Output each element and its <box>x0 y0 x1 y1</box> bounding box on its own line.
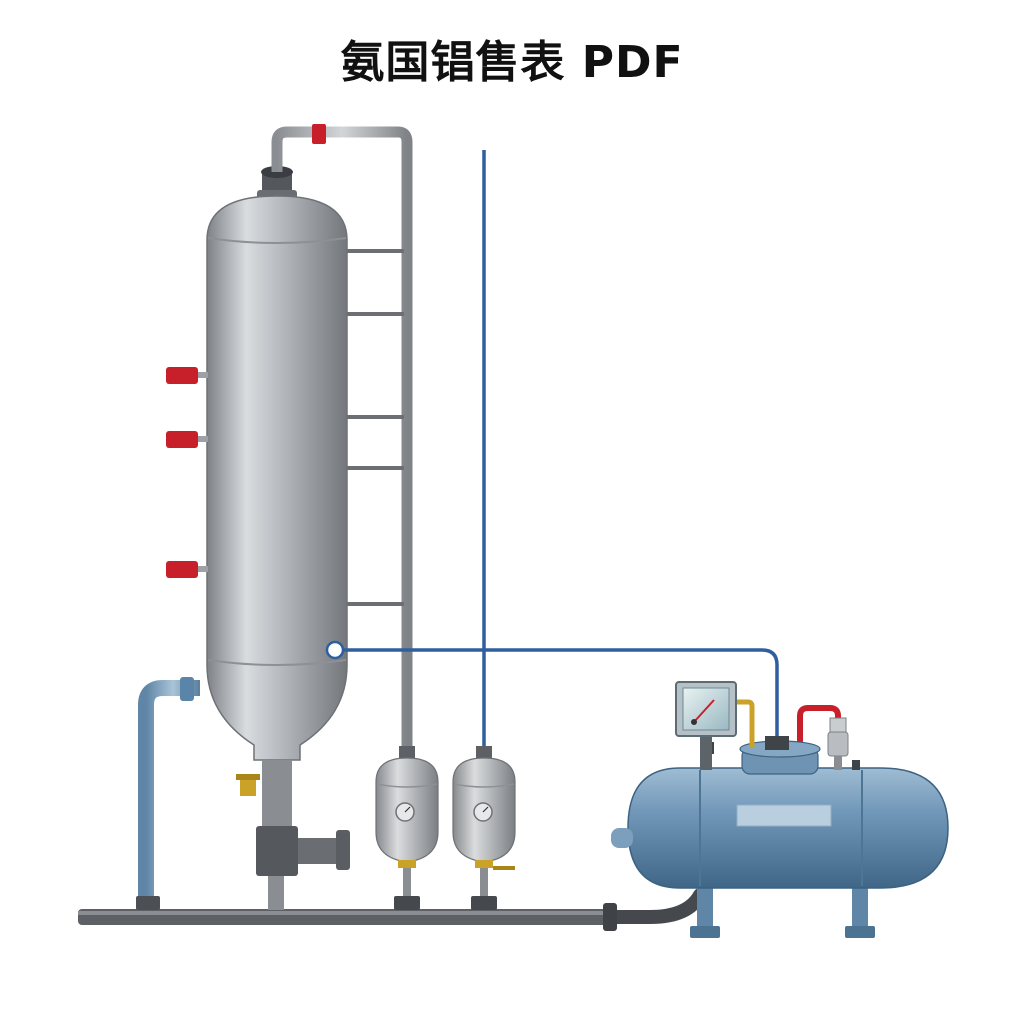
accumulator-1 <box>375 746 439 910</box>
blue-signal-lines <box>343 150 779 748</box>
nozzle-red-1 <box>166 367 208 384</box>
accumulator-2 <box>452 746 516 910</box>
top-return-pipe <box>271 124 413 752</box>
horizontal-receiver-tank <box>611 699 949 938</box>
base-pipe <box>78 888 707 931</box>
vertical-column-tank <box>166 166 350 910</box>
nozzle-red-3 <box>166 561 208 578</box>
left-blue-pipe <box>136 677 200 910</box>
pressure-gauge <box>675 681 737 754</box>
nozzle-red-2 <box>166 431 208 448</box>
page-title: 氨国锠售表 PDF <box>340 37 684 88</box>
ladder <box>347 249 404 606</box>
